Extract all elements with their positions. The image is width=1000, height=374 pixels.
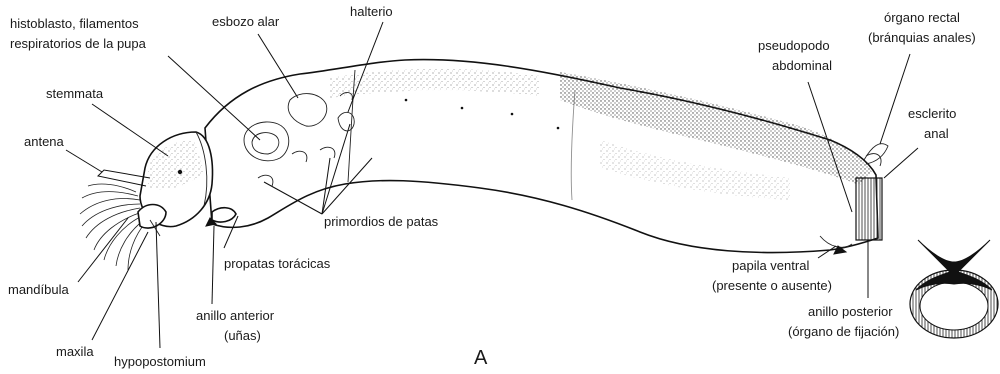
mouth-brushes	[80, 184, 146, 270]
label-esbozo-alar: esbozo alar	[212, 14, 280, 29]
label-stemmata: stemmata	[46, 86, 104, 101]
label-anillo-post-1: anillo posterior	[808, 304, 893, 319]
label-pseudopodo-1: pseudopodo	[758, 38, 830, 53]
label-anillo-post-2: (órgano de fijación)	[788, 324, 899, 339]
label-maxila: maxila	[56, 344, 94, 359]
label-primordios: primordios de patas	[324, 214, 439, 229]
label-histoblasto-2: respiratorios de la pupa	[10, 36, 147, 51]
label-anillo-ant-2: (uñas)	[224, 328, 261, 343]
label-organo-rectal-2: (bránquias anales)	[868, 30, 976, 45]
label-organo-rectal-1: órgano rectal	[884, 10, 960, 25]
label-papila-1: papila ventral	[732, 258, 809, 273]
label-antena: antena	[24, 134, 65, 149]
label-anillo-ant-1: anillo anterior	[196, 308, 275, 323]
label-pseudopodo-2: abdominal	[772, 58, 832, 73]
label-halterio: halterio	[350, 4, 393, 19]
label-propatas: propatas torácicas	[224, 256, 331, 271]
larva-body	[205, 60, 878, 253]
figure-letter: A	[474, 347, 488, 369]
label-esclerito-1: esclerito	[908, 106, 956, 121]
label-papila-2: (presente o ausente)	[712, 278, 832, 293]
head-capsule	[80, 132, 212, 270]
label-histoblasto-1: histoblasto, filamentos	[10, 16, 139, 31]
posterior-ring-inset	[910, 240, 998, 338]
label-esclerito-2: anal	[924, 126, 949, 141]
label-mandibula: mandíbula	[8, 282, 69, 297]
label-hypostomium: hypopostomium	[114, 354, 206, 369]
